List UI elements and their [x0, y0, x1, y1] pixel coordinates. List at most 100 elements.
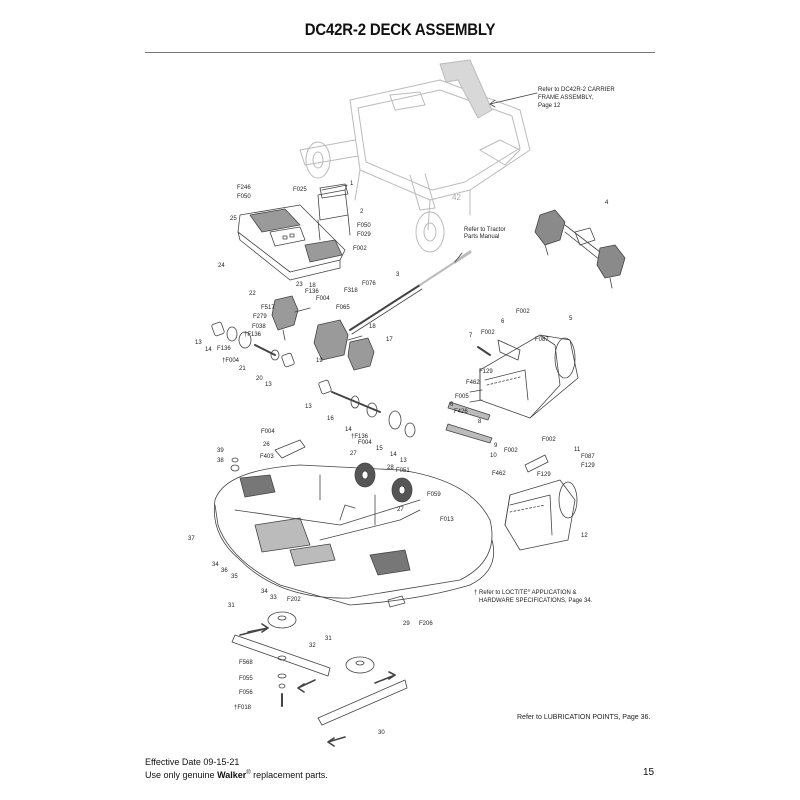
callout-label: F279: [253, 314, 267, 320]
callout-label: F403: [260, 454, 274, 460]
callout-label: 28: [387, 465, 394, 471]
blade-hub-left: [267, 611, 297, 629]
blade-left: [231, 634, 331, 677]
tractor-note-line-2: Parts Manual: [464, 234, 499, 240]
callout-label: F462: [492, 471, 506, 477]
drive-shaft: [349, 250, 472, 335]
callout-label: 26: [263, 442, 270, 448]
callout-label: 25: [230, 216, 237, 222]
loctite-note-line-2: HARDWARE SPECIFICATIONS, Page 34.: [479, 598, 593, 604]
callout-label: 13: [195, 340, 202, 346]
callout-label: 31: [325, 636, 332, 642]
callout-label: F013: [440, 517, 454, 523]
blade-hub-right: [345, 656, 375, 674]
washer: [230, 464, 240, 472]
callout-label: F202: [287, 597, 301, 603]
callout-label: F004: [358, 440, 372, 446]
washer: [231, 457, 239, 463]
callout-label: F462: [466, 380, 480, 386]
callout-label: 5: [569, 316, 573, 322]
callout-label: 19: [316, 358, 323, 364]
discharge-chute-upper: [479, 334, 579, 419]
discharge-chute-lower: [504, 454, 578, 551]
callout-label: F206: [419, 621, 433, 627]
lubrication-note: Refer to LUBRICATION POINTS, Page 36.: [517, 714, 651, 721]
callout-label: F136: [305, 289, 319, 295]
callout-label: F426: [454, 409, 468, 415]
callout-label: F002: [516, 309, 530, 315]
callout-label: F002: [504, 448, 518, 454]
callout-label: F002: [542, 437, 556, 443]
brand-name: Walker: [217, 770, 247, 780]
blade-hub-left-center: [277, 615, 287, 621]
carrier-note-leader: [489, 92, 538, 105]
callout-label: 34: [261, 589, 268, 595]
deck-housing: [213, 464, 495, 606]
carrier-note-line-3: Page 12: [538, 103, 561, 109]
callout-label: 8: [478, 419, 482, 425]
callout-label: F318: [344, 288, 358, 294]
callout-label: 2: [360, 209, 364, 215]
callout-label: F051: [396, 468, 410, 474]
callout-label: F050: [357, 223, 371, 229]
callout-labels: F246 F050 F025 1 2 F050 F029 F002 25 24 …: [188, 181, 609, 736]
callout-label: 34: [212, 562, 219, 568]
callout-label: 31: [228, 603, 235, 609]
deck-tab: [387, 595, 406, 608]
callout-label: 1: [350, 181, 354, 187]
callout-label: 10: [490, 453, 497, 459]
callout-label: F517: [261, 305, 275, 311]
callout-label: 6: [501, 319, 505, 325]
callout-label: F005: [455, 394, 469, 400]
page-number: 15: [643, 767, 655, 778]
callout-label: F129: [479, 369, 493, 375]
callout-label: F002: [481, 330, 495, 336]
callout-label: 36: [221, 568, 228, 574]
callout-label: 17: [386, 337, 393, 343]
callout-label: 4: [605, 200, 609, 206]
callout-label: F059: [427, 492, 441, 498]
loctite-note-line-1: † Refer to LOCTITE® APPLICATION &: [474, 588, 577, 596]
gearbox-center: [313, 319, 375, 371]
carrier-note-line-1: Refer to DC42R-2 CARRIER: [538, 87, 615, 93]
footer: Effective Date 09-15-21 Use only genuine…: [145, 757, 328, 781]
callout-label: 7: [469, 333, 473, 339]
callout-label: F004: [261, 429, 275, 435]
effective-date: Effective Date 09-15-21: [145, 757, 240, 767]
callout-label: 22: [249, 291, 256, 297]
genuine-parts-note: Use only genuine Walker® replacement par…: [145, 770, 328, 780]
carrier-note-line-2: FRAME ASSEMBLY,: [538, 95, 593, 101]
title-divider: [145, 52, 655, 53]
callout-label: 14: [390, 452, 397, 458]
callout-label: 3: [396, 272, 400, 278]
callout-label: †F136: [244, 332, 262, 338]
callout-label: F129: [581, 463, 595, 469]
callout-label: F002: [353, 246, 367, 252]
callout-label: 14: [345, 427, 352, 433]
callout-label: F076: [362, 281, 376, 287]
callout-label: 16: [327, 416, 334, 422]
callout-label: 18: [369, 324, 376, 330]
callout-label: 27: [397, 507, 404, 513]
blade-right: [317, 679, 408, 726]
callout-label: 33: [270, 595, 277, 601]
page-title: DC42R-2 DECK ASSEMBLY: [304, 20, 496, 39]
callout-label: 27: [350, 451, 357, 457]
callout-label: F087: [581, 454, 595, 460]
blade-hub-right-center: [355, 660, 365, 666]
callout-label: 13: [265, 382, 272, 388]
callout-label: 9: [494, 443, 498, 449]
callout-label: F246: [237, 185, 251, 191]
chute-hinge-parts: [445, 339, 521, 444]
tractor-note-line-1: Refer to Tractor: [464, 227, 506, 233]
callout-label: 29: [403, 621, 410, 627]
callout-label: F568: [239, 660, 253, 666]
tractor-note-leader: [454, 252, 463, 263]
gearbox-assembly-right: [534, 209, 626, 289]
decal-1: [319, 183, 349, 199]
callout-label: 38: [217, 458, 224, 464]
callout-label: F129: [537, 472, 551, 478]
callout-label: 12: [581, 533, 588, 539]
frame-badge: 42: [452, 193, 461, 202]
